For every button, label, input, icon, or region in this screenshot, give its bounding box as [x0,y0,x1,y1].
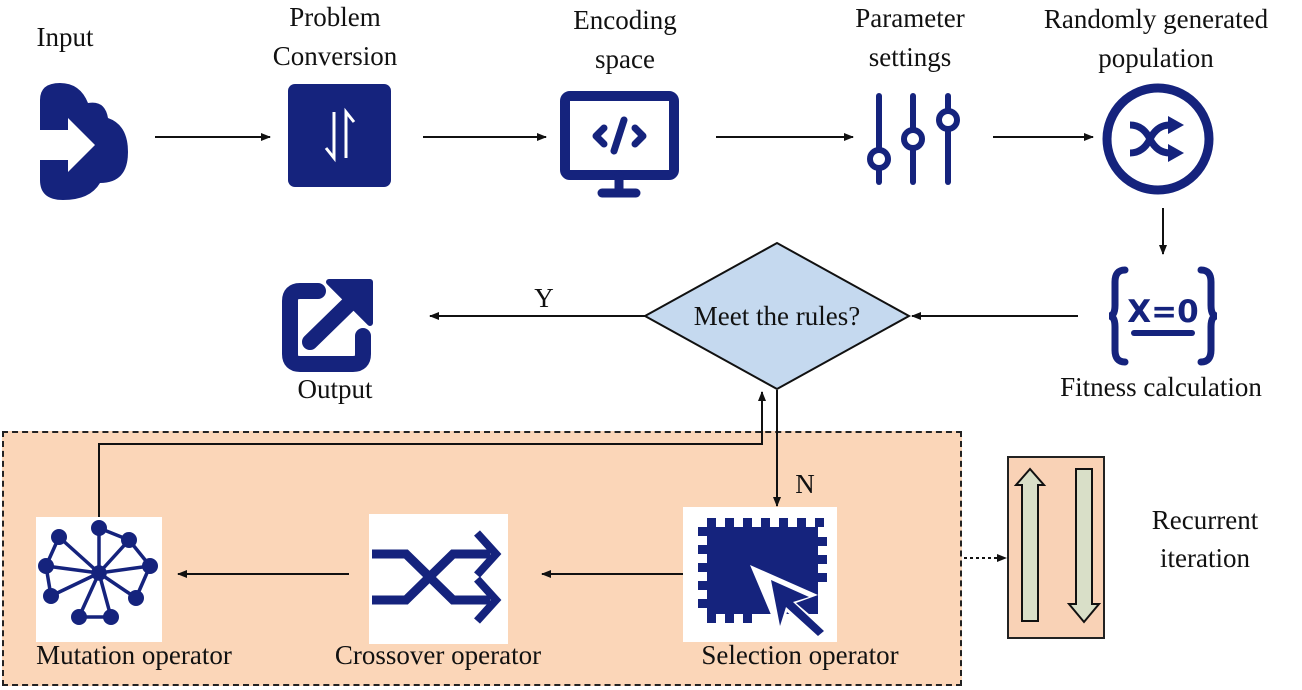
cloud-upload-icon [40,83,128,200]
problem-conversion-label-2: Conversion [272,41,398,71]
output-label: Output [297,374,373,404]
crossover-label: Crossover operator [334,640,542,670]
select-cursor-icon [698,518,830,640]
encoding-space-label-1: Encoding [573,5,677,35]
selection-label: Selection operator [701,640,899,670]
crossover-icon-bg [369,514,508,644]
sliders-icon [867,93,960,185]
parameter-settings-label-1: Parameter [855,3,965,33]
problem-conversion-label-1: Problem [289,2,381,32]
network-icon [38,520,158,625]
no-label: N [795,469,815,499]
equation-text: X=0 [1127,294,1198,330]
random-population-label-2: population [1098,43,1214,73]
external-link-icon [282,279,373,372]
code-monitor-icon [560,91,679,198]
equation-icon: X=0 [1108,266,1218,366]
sort-arrows-icon [288,84,391,187]
decision-label: Meet the rules? [694,301,860,331]
recurrent-label-2: iteration [1160,543,1250,573]
input-label: Input [36,22,94,52]
arrow-mutation-to-decision [98,391,766,517]
recurrent-label-1: Recurrent [1151,505,1259,535]
chip-pins [698,518,827,623]
recurrent-up-arrow [1013,467,1047,622]
shuffle-circle-icon [1102,83,1214,195]
random-population-label-1: Randomly generated [1043,4,1269,34]
decision-diamond [642,241,912,391]
parameter-settings-label-2: settings [868,42,952,72]
mutation-label: Mutation operator [36,640,232,670]
recurrent-down-arrow [1066,468,1102,624]
fitness-label: Fitness calculation [1060,372,1262,402]
yes-label: Y [534,283,554,313]
encoding-space-label-2: space [595,44,655,74]
crossover-icon [372,530,502,624]
